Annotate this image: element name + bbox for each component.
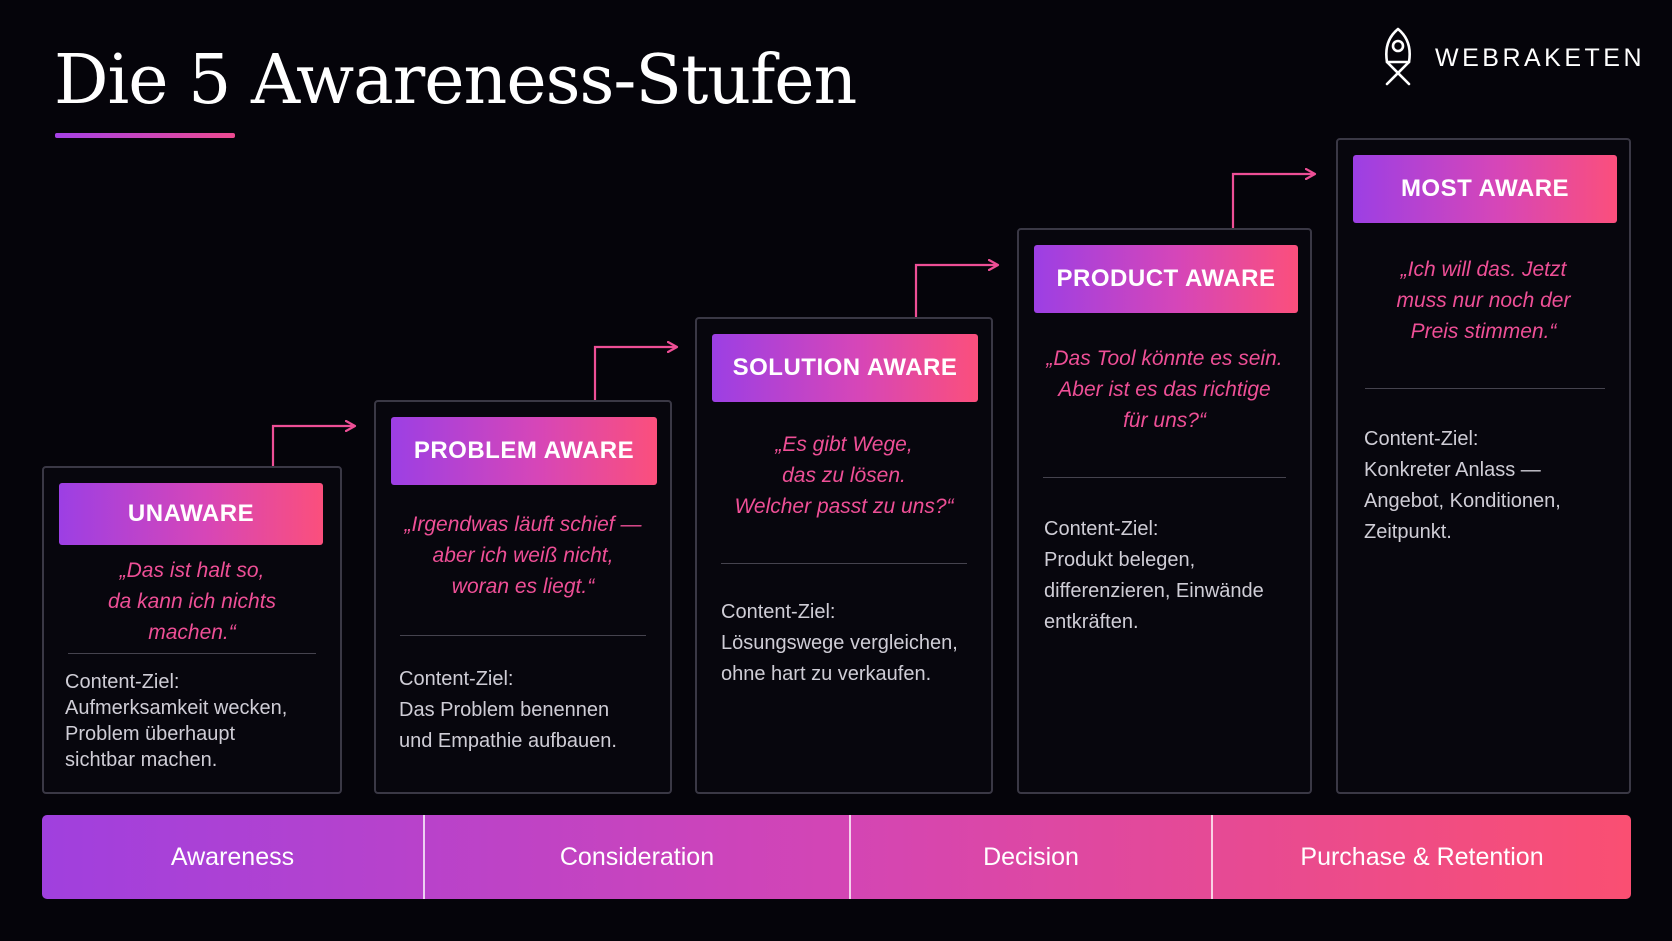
content-goal: Content-Ziel: Aufmerksamkeit wecken, Pro… [65, 671, 288, 771]
card-divider [1365, 388, 1605, 389]
step-arrow-3 [914, 265, 998, 317]
content-goal: Content-Ziel: Lösungswege vergleichen, o… [721, 601, 958, 685]
content-goal: Content-Ziel: Konkreter Anlass — Angebot… [1364, 428, 1561, 543]
stage-quote: „Ich will das. Jetzt muss nur noch der P… [1396, 258, 1571, 343]
stage-badge: PRODUCT AWARE [1034, 245, 1298, 313]
stage-card-solution-aware: SOLUTION AWARE „Es gibt Wege, das zu lös… [695, 317, 993, 794]
funnel-stage-purchase-retention: Purchase & Retention [1300, 842, 1544, 871]
card-divider [400, 635, 646, 636]
content-goal: Content-Ziel: Produkt belegen, differenz… [1044, 518, 1264, 633]
stage-card-product-aware: PRODUCT AWARE „Das Tool könnte es sein. … [1017, 228, 1312, 794]
stage-badge: MOST AWARE [1353, 155, 1617, 223]
page-title: Die 5 Awareness-Stufen [54, 41, 857, 120]
step-arrow-2 [593, 347, 677, 400]
title-underline [55, 133, 235, 138]
card-divider [1043, 477, 1286, 478]
stage-quote: „Das Tool könnte es sein. Aber ist es da… [1046, 347, 1283, 432]
stage-badge: PROBLEM AWARE [391, 417, 657, 485]
funnel-stage-consideration: Consideration [425, 815, 851, 899]
stage-badge: UNAWARE [59, 483, 323, 545]
card-divider [721, 563, 967, 564]
funnel-stage-awareness: Awareness [42, 815, 425, 899]
stage-quote: „Irgendwas läuft schief — aber ich weiß … [404, 513, 642, 598]
brand-name: WEBRAKETEN [1435, 43, 1646, 72]
step-arrow-4 [1231, 174, 1315, 228]
step-arrow-1 [271, 426, 355, 466]
stage-card-most-aware: MOST AWARE „Ich will das. Jetzt muss nur… [1336, 138, 1631, 794]
card-divider [68, 653, 316, 654]
funnel-stage-bar: Awareness Consideration Decision Purchas… [42, 815, 1631, 899]
brand-logo: WEBRAKETEN [1379, 26, 1645, 90]
stage-card-problem-aware: PROBLEM AWARE „Irgendwas läuft schief — … [374, 400, 672, 794]
content-goal: Content-Ziel: Das Problem benennen und E… [399, 668, 617, 752]
rocket-logo-icon [1385, 27, 1411, 86]
stage-badge: SOLUTION AWARE [712, 334, 978, 402]
stage-quote: „Das ist halt so, da kann ich nichts mac… [107, 559, 277, 644]
stage-card-unaware: UNAWARE „Das ist halt so, da kann ich ni… [42, 466, 342, 794]
stage-quote: „Es gibt Wege, das zu lösen. Welcher pas… [734, 433, 954, 518]
funnel-stage-decision: Decision [851, 815, 1213, 899]
